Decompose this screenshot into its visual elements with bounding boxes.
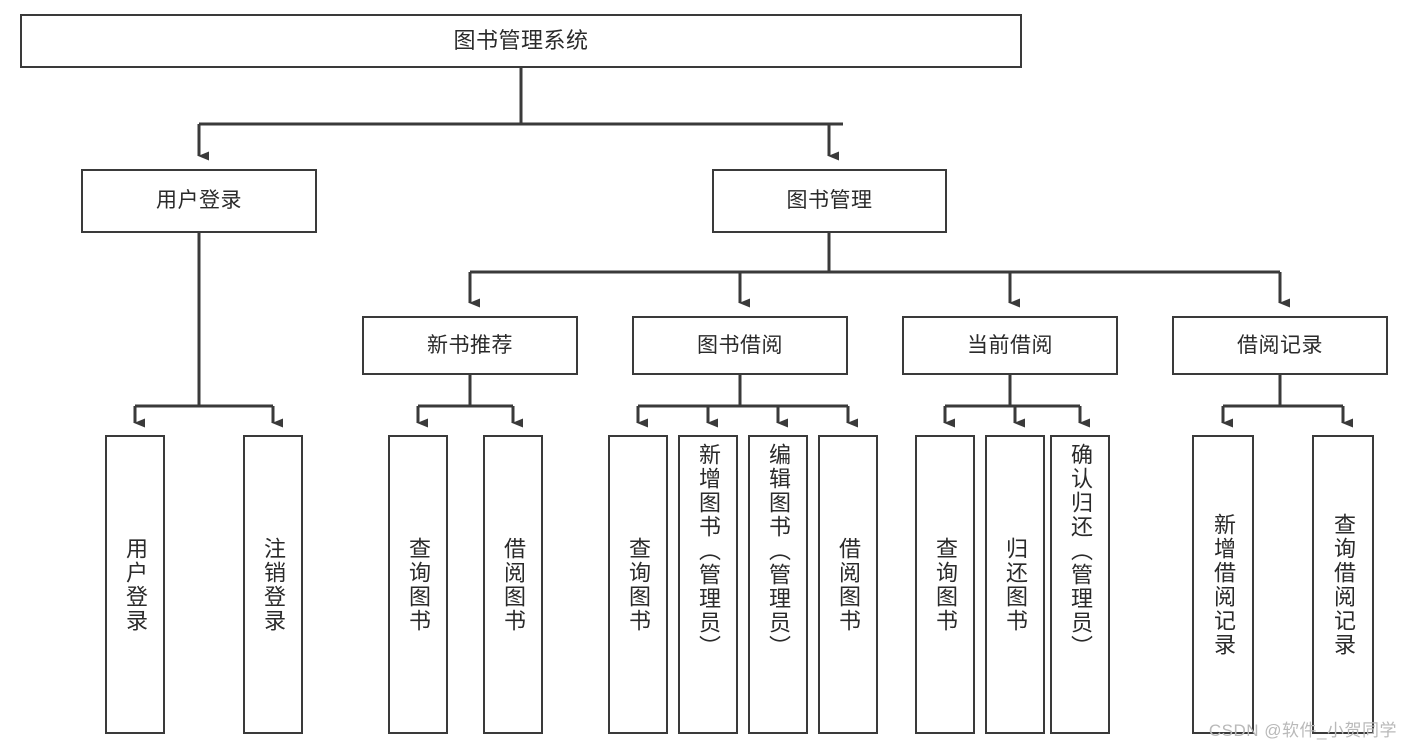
- node-label: 查询图书: [625, 536, 651, 633]
- node-leaf-edit-book-admin[interactable]: 编辑图书（管理员）: [748, 435, 808, 734]
- node-leaf-borrow-book-recommend[interactable]: 借阅图书: [483, 435, 543, 734]
- node-user-login[interactable]: 用户登录: [81, 169, 317, 233]
- node-label: 当前借阅: [967, 333, 1053, 357]
- node-label: 用户登录: [156, 189, 242, 213]
- node-label: 编辑图书（管理员）: [765, 443, 791, 659]
- node-label: 借阅图书: [835, 536, 861, 633]
- node-label: 用户登录: [122, 536, 148, 633]
- node-leaf-borrow-book[interactable]: 借阅图书: [818, 435, 878, 734]
- node-label: 查询借阅记录: [1330, 512, 1356, 657]
- node-label: 图书借阅: [697, 333, 783, 357]
- node-book-borrow[interactable]: 图书借阅: [632, 316, 848, 375]
- node-new-book-recommend[interactable]: 新书推荐: [362, 316, 578, 375]
- node-label: 借阅图书: [500, 536, 526, 633]
- node-leaf-confirm-return-admin[interactable]: 确认归还（管理员）: [1050, 435, 1110, 734]
- node-leaf-user-login[interactable]: 用户登录: [105, 435, 165, 734]
- node-label: 图书管理系统: [453, 27, 589, 53]
- node-label: 借阅记录: [1237, 333, 1323, 357]
- node-leaf-query-book-current[interactable]: 查询图书: [915, 435, 975, 734]
- node-leaf-add-borrow-record[interactable]: 新增借阅记录: [1192, 435, 1254, 734]
- node-leaf-query-book-borrow[interactable]: 查询图书: [608, 435, 668, 734]
- node-book-management-system[interactable]: 图书管理系统: [20, 14, 1022, 68]
- node-label: 归还图书: [1002, 536, 1028, 633]
- node-label: 新增借阅记录: [1210, 512, 1236, 657]
- node-label: 查询图书: [932, 536, 958, 633]
- node-leaf-query-book-recommend[interactable]: 查询图书: [388, 435, 448, 734]
- node-leaf-add-book-admin[interactable]: 新增图书（管理员）: [678, 435, 738, 734]
- node-current-borrow[interactable]: 当前借阅: [902, 316, 1118, 375]
- node-leaf-query-borrow-record[interactable]: 查询借阅记录: [1312, 435, 1374, 734]
- node-book-management[interactable]: 图书管理: [712, 169, 947, 233]
- node-label: 图书管理: [786, 189, 873, 213]
- node-label: 注销登录: [260, 536, 286, 633]
- node-label: 新书推荐: [427, 333, 513, 357]
- node-borrow-record[interactable]: 借阅记录: [1172, 316, 1388, 375]
- node-leaf-return-book[interactable]: 归还图书: [985, 435, 1045, 734]
- node-label: 确认归还（管理员）: [1067, 443, 1093, 659]
- node-leaf-logout-login[interactable]: 注销登录: [243, 435, 303, 734]
- node-label: 查询图书: [405, 536, 431, 633]
- node-label: 新增图书（管理员）: [695, 443, 721, 659]
